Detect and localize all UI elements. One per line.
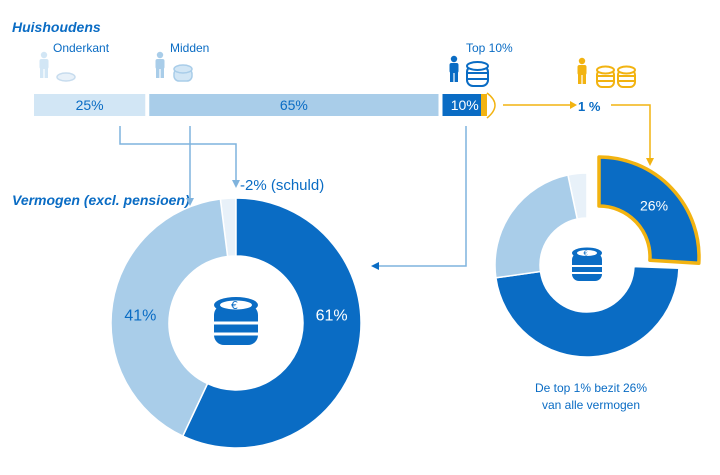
connector-arrowhead — [232, 180, 240, 188]
bar-value-label: 65% — [280, 97, 308, 113]
group-label-bottom: Onderkant — [53, 41, 110, 55]
bar-value-label: 25% — [76, 97, 104, 113]
coin-stack-icon — [173, 64, 193, 82]
donut-label-top1: 26% — [640, 197, 668, 213]
top1-label: 1 % — [578, 99, 601, 114]
person-icon — [449, 55, 459, 82]
person-icon — [39, 51, 49, 78]
donut-label-top10: 61% — [316, 308, 348, 325]
donut-slice-middle — [110, 198, 229, 438]
households-title: Huishoudens — [12, 19, 101, 35]
euro-coin-stack-icon: € — [572, 247, 602, 281]
top1-donut: 26% — [494, 155, 701, 358]
coin-icon — [56, 72, 76, 82]
person-icon — [155, 51, 165, 78]
connector-arrowhead — [371, 262, 379, 270]
donut-slice-debt — [566, 172, 588, 220]
bar-value-label: 10% — [451, 97, 479, 113]
connector-arrowhead — [186, 198, 194, 206]
coin-stack-icon — [596, 65, 636, 88]
donut-slice-top1 — [597, 155, 701, 266]
group-label-top10: Top 10% — [466, 41, 513, 55]
wealth-donut: 61% 41% — [110, 197, 362, 449]
households-bar: 25% 65% 10% — [34, 94, 487, 116]
debt-label: -2% (schuld) — [240, 177, 324, 194]
svg-text:€: € — [231, 299, 238, 312]
person-icon — [577, 57, 587, 84]
donut-slice-rest-other — [494, 174, 579, 279]
donut-slice-top10 — [181, 197, 362, 449]
donut-label-middle: 41% — [124, 308, 156, 325]
wealth-title: Vermogen (excl. pensioen) — [12, 192, 190, 208]
donut-slice-rest-top10 — [495, 265, 680, 358]
bar-segment-top10 — [442, 94, 487, 116]
euro-coin-stack-icon: € — [214, 297, 258, 345]
group-label-middle: Midden — [170, 41, 209, 55]
top1-note-line1: De top 1% bezit 26% — [535, 381, 647, 395]
connector-lines — [119, 126, 467, 267]
bar-segment-middle — [149, 94, 439, 116]
top1-note-line2: van alle vermogen — [542, 398, 640, 412]
top1-highlight — [481, 92, 654, 166]
coin-stack-icon — [466, 61, 489, 87]
svg-text:€: € — [584, 250, 588, 258]
bar-segment-bottom — [34, 94, 146, 116]
